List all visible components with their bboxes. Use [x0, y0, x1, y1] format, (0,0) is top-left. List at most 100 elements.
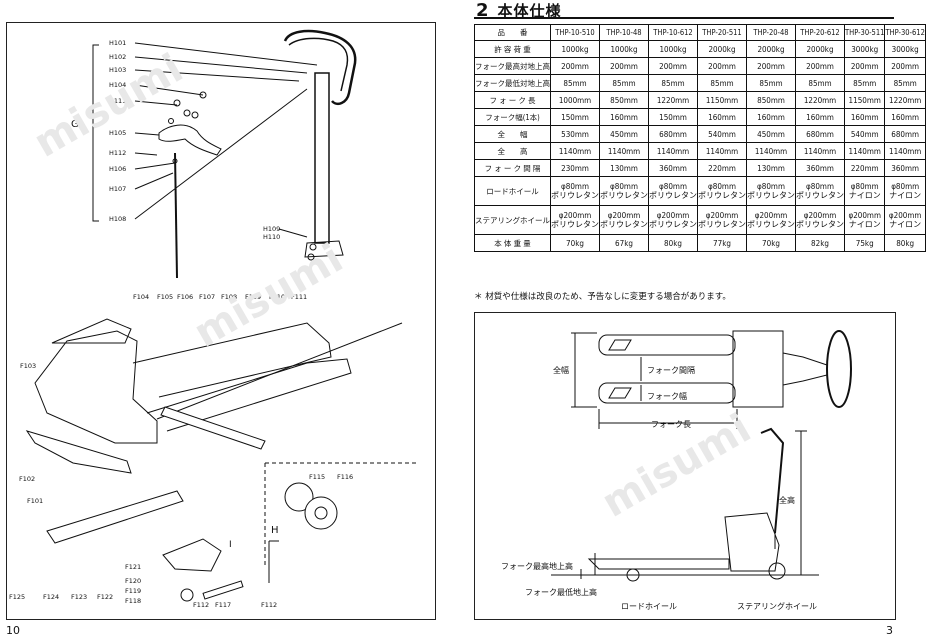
spec-cell: 680mm [648, 125, 698, 143]
spec-cell: 200mm [550, 57, 600, 75]
label-steering-wheel: ステアリングホイール [737, 601, 817, 611]
wheel-size: φ200mm [656, 211, 690, 220]
spec-cell: 80kg [884, 234, 926, 252]
part-label-f112-right: F112 [261, 601, 277, 609]
part-label-f109: F109 [245, 293, 261, 301]
left-page: G H I F103 F102 F101 F115 F116 F121 F120… [0, 0, 450, 637]
part-label-f111: F111 [291, 293, 307, 301]
label-overall-width: 全幅 [553, 365, 569, 375]
group-i-label: I [229, 540, 232, 550]
spec-cell: 1000kg [550, 40, 600, 58]
spec-cell: 1140mm [550, 142, 600, 160]
spec-model-header: THP-20-511 [697, 24, 747, 41]
spec-cell: 230mm [550, 159, 600, 177]
spec-model-header: THP-30-511 [843, 24, 886, 41]
part-label-f123: F123 [71, 593, 87, 601]
spec-cell: 75kg [843, 234, 886, 252]
spec-cell: 450mm [599, 125, 649, 143]
spec-cell: 85mm [697, 74, 747, 92]
wheel-size: φ200mm [888, 211, 922, 220]
title-rule [474, 17, 894, 19]
spec-cell: 77kg [697, 234, 747, 252]
wheel-size: φ80mm [708, 182, 736, 191]
wheel-material: ポリウレタン [551, 220, 599, 229]
wheel-size: φ200mm [558, 211, 592, 220]
part-label-f124: F124 [43, 593, 59, 601]
section-heading: 2 本体仕様 [476, 0, 562, 21]
spec-cell: 85mm [795, 74, 845, 92]
spec-cell: 1220mm [795, 91, 845, 109]
spec-cell: 850mm [746, 91, 796, 109]
spec-cell: 200mm [746, 57, 796, 75]
spec-cell: 85mm [843, 74, 886, 92]
spec-row-label: 許 容 荷 重 [474, 40, 551, 58]
spec-model-header: THP-20-612 [795, 24, 845, 41]
part-label-f116: F116 [337, 473, 353, 481]
spec-row-label: フォーク幅(1本) [474, 108, 551, 126]
spec-note: ＊ 材質や仕様は改良のため、予告なしに変更する場合があります。 [474, 292, 731, 302]
spec-header-label: 品 番 [474, 24, 551, 41]
wheel-size: φ80mm [850, 182, 879, 191]
spec-cell: 540mm [843, 125, 886, 143]
spec-cell: 1000kg [599, 40, 649, 58]
spec-cell: 360mm [884, 159, 926, 177]
wheel-size: φ200mm [848, 211, 881, 220]
page-number: 10 [6, 624, 20, 637]
wheel-material: ポリウレタン [600, 191, 648, 200]
spec-cell: 85mm [648, 74, 698, 92]
section-title: 本体仕様 [497, 2, 562, 20]
spec-model-header: THP-10-612 [648, 24, 698, 41]
spec-cell: 1140mm [746, 142, 796, 160]
part-label-h108: H108 [109, 215, 126, 223]
wheel-size: φ80mm [806, 182, 834, 191]
part-label-f121: F121 [125, 563, 141, 571]
part-label-h109: H109 [263, 225, 280, 233]
spec-cell: 1140mm [843, 142, 886, 160]
spec-cell: 200mm [648, 57, 698, 75]
spec-cell: 67kg [599, 234, 649, 252]
spec-cell: 85mm [746, 74, 796, 92]
spec-cell: 85mm [884, 74, 926, 92]
spec-cell: 85mm [599, 74, 649, 92]
spec-row-label: フ ォ ー ク 長 [474, 91, 551, 109]
spec-cell: 200mm [884, 57, 926, 75]
spec-row-label: 全 幅 [474, 125, 551, 143]
part-label-h110: H110 [263, 233, 280, 241]
part-label-h112: H112 [109, 149, 126, 157]
wheel-size: φ80mm [757, 182, 785, 191]
part-label-h107: H107 [109, 185, 126, 193]
spec-cell: 160mm [746, 108, 796, 126]
section-number: 2 [476, 0, 490, 21]
spec-row-label: ステアリングホイール [474, 205, 551, 235]
label-fork-length: フォーク長 [651, 420, 691, 429]
wheel-material: ポリウレタン [698, 191, 746, 200]
spec-cell: 1140mm [599, 142, 649, 160]
part-label-f110: F110 [269, 293, 285, 301]
wheel-size: φ200mm [607, 211, 641, 220]
spec-cell: 150mm [648, 108, 698, 126]
part-label-f112: F112 [193, 601, 209, 609]
spec-cell: 82kg [795, 234, 845, 252]
spec-cell: 1220mm [884, 91, 926, 109]
spec-cell: 1150mm [697, 91, 747, 109]
spec-cell: 200mm [599, 57, 649, 75]
group-h-label: H [271, 525, 279, 536]
group-g-label: G [71, 119, 79, 130]
part-label-h106: H106 [109, 165, 126, 173]
